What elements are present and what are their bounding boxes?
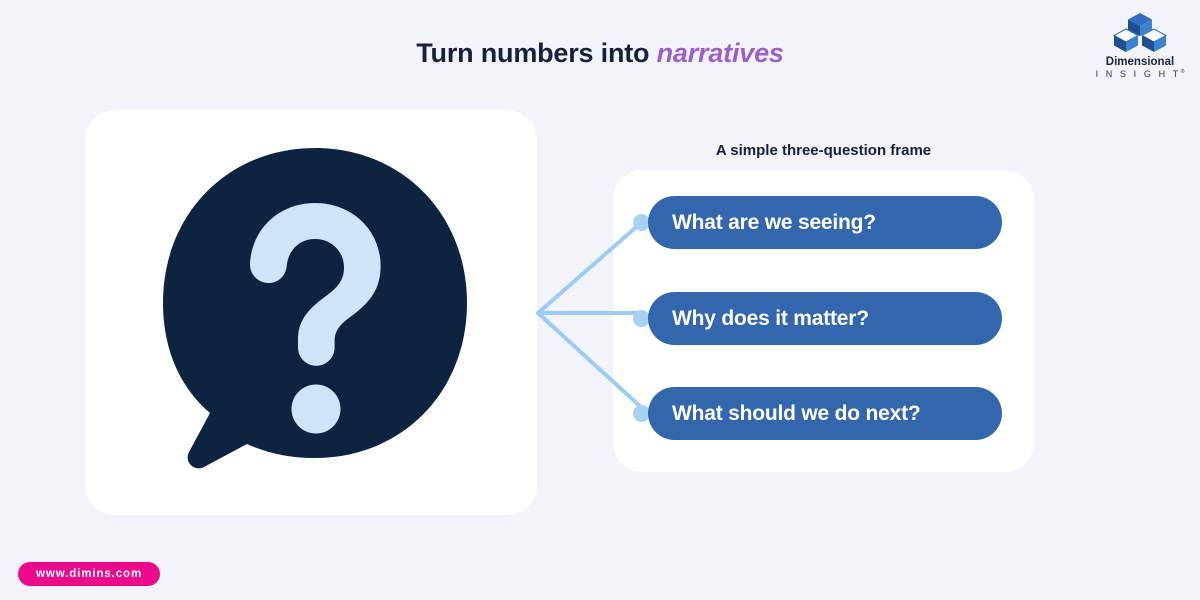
frame-caption: A simple three-question frame bbox=[715, 142, 932, 159]
question-pill-1[interactable]: What are we seeing? bbox=[648, 196, 1002, 249]
connector-node-2 bbox=[633, 310, 650, 327]
isometric-cubes-logo-icon bbox=[1111, 12, 1169, 54]
website-url-text: www.dimins.com bbox=[36, 568, 143, 580]
page-title-accent: narratives bbox=[656, 38, 784, 68]
question-pill-2[interactable]: Why does it matter? bbox=[648, 292, 1002, 345]
logo-name: Dimensional bbox=[1105, 56, 1175, 68]
logo-trademark: ® bbox=[1180, 68, 1185, 75]
logo-subtitle: I N S I G H T® bbox=[1095, 68, 1185, 80]
website-url-badge[interactable]: www.dimins.com bbox=[18, 562, 161, 586]
question-pill-3-label: What should we do next? bbox=[672, 401, 921, 425]
connector-node-1 bbox=[633, 214, 650, 231]
question-pill-2-label: Why does it matter? bbox=[672, 306, 869, 330]
page-title-plain: Turn numbers into bbox=[416, 38, 657, 68]
connector-node-3 bbox=[633, 405, 650, 422]
page-title: Turn numbers into narratives bbox=[0, 38, 1200, 69]
logo-subtitle-text: I N S I G H T bbox=[1095, 68, 1181, 79]
question-pill-1-label: What are we seeing? bbox=[672, 210, 876, 234]
brand-logo: Dimensional I N S I G H T® bbox=[1094, 12, 1186, 84]
question-mark-speech-bubble-icon bbox=[140, 140, 490, 480]
question-pill-3[interactable]: What should we do next? bbox=[648, 387, 1002, 440]
